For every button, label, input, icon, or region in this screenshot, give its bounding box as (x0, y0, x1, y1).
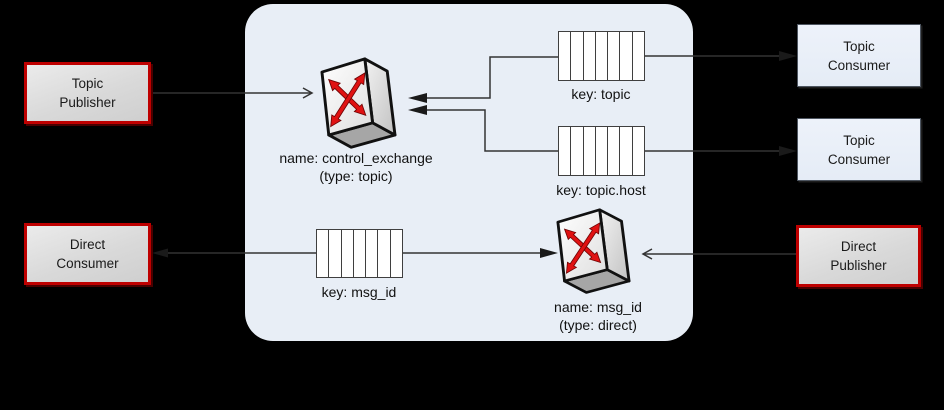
topic-consumer-2-box: Topic Consumer (797, 118, 921, 181)
topic-publisher-box: Topic Publisher (24, 62, 151, 124)
queue-cell (366, 230, 379, 277)
queue-msg-id (316, 229, 403, 278)
queue-cell (608, 32, 621, 80)
queue-cell (584, 127, 596, 175)
msgid-exchange-label: name: msg_id (type: direct) (498, 298, 698, 334)
queue-cell (584, 32, 596, 80)
msgid-exchange-name: name: msg_id (554, 299, 642, 315)
control-exchange-label: name: control_exchange (type: topic) (256, 149, 456, 185)
queue-cell (329, 230, 342, 277)
queue-topic (558, 31, 645, 81)
msgid-exchange-type: (type: direct) (559, 317, 637, 333)
topic-consumer-1-box: Topic Consumer (797, 24, 921, 87)
queue-msg-id-label: key: msg_id (321, 284, 397, 300)
direct-consumer-label: Direct Consumer (56, 237, 119, 271)
queue-cell (559, 127, 572, 175)
queue-cell (317, 230, 330, 277)
topic-publisher-label: Topic Publisher (59, 76, 116, 110)
control-exchange-name: name: control_exchange (279, 150, 433, 166)
queue-cell (596, 127, 609, 175)
queue-cell (342, 230, 354, 277)
queue-topic-label: key: topic (571, 86, 631, 102)
queue-topic-host-label: key: topic.host (556, 182, 646, 198)
direct-consumer-box: Direct Consumer (24, 223, 151, 285)
arrowhead-into-topic-consumer1 (779, 51, 797, 61)
queue-topic-host (558, 126, 645, 176)
direct-publisher-label: Direct Publisher (830, 239, 887, 273)
queue-cell (354, 230, 367, 277)
arrowhead-into-direct-consumer (152, 248, 168, 258)
queue-cell (633, 32, 644, 80)
queue-cell (559, 32, 572, 80)
queue-cell (633, 127, 644, 175)
control-exchange-type: (type: topic) (319, 168, 393, 184)
queue-cell (620, 127, 633, 175)
direct-publisher-box: Direct Publisher (796, 225, 921, 287)
topic-consumer-2-label: Topic Consumer (827, 132, 891, 167)
queue-cell (620, 32, 633, 80)
queue-cell (596, 32, 609, 80)
queue-cell (391, 230, 402, 277)
queue-cell (608, 127, 621, 175)
arrowhead-into-topic-consumer2 (779, 146, 797, 156)
topic-consumer-1-label: Topic Consumer (827, 38, 891, 73)
queue-cell (571, 127, 584, 175)
queue-cell (378, 230, 391, 277)
queue-cell (571, 32, 584, 80)
